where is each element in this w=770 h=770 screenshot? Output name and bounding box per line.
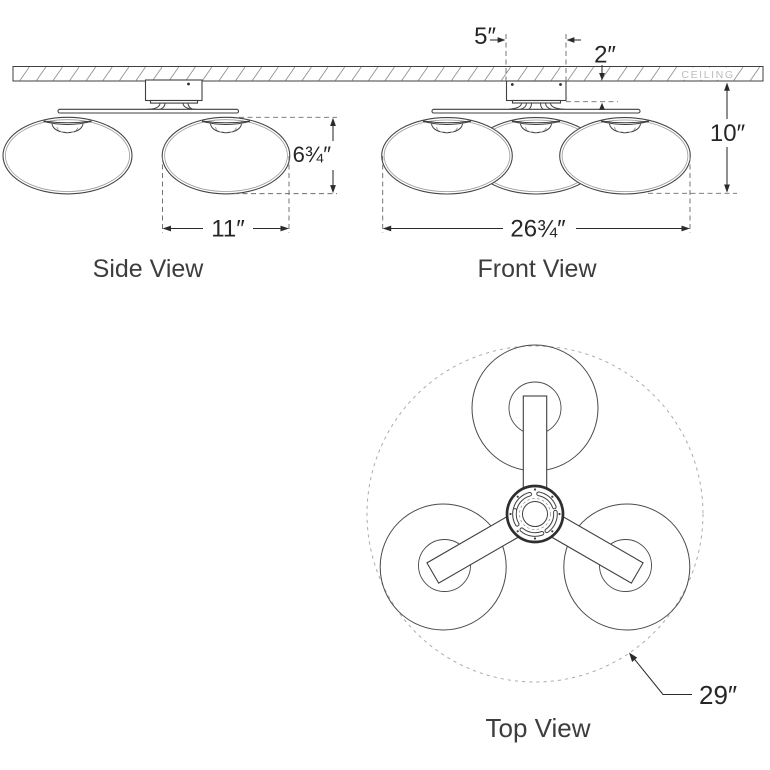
front-shade-right bbox=[559, 117, 691, 195]
front-canopy-screw bbox=[510, 83, 514, 86]
dim-label-shade-height: 6¾″ bbox=[293, 142, 332, 167]
arrow-up-icon bbox=[599, 102, 605, 110]
front-canopy bbox=[505, 80, 567, 104]
dim-front-overall-width: 26¾″ bbox=[382, 156, 691, 243]
dim-label-overall-height: 10″ bbox=[710, 120, 746, 147]
leader-line bbox=[631, 655, 692, 696]
dim-front-ceiling-drop: 2″ bbox=[566, 42, 618, 110]
arrow-down-icon bbox=[330, 185, 336, 194]
arrow-right-icon bbox=[681, 225, 690, 232]
side-shade-left bbox=[2, 116, 133, 195]
arrow-left-icon bbox=[382, 225, 392, 232]
hub-center-hole bbox=[522, 501, 548, 527]
dim-top-overall-diameter: 29″ bbox=[629, 652, 737, 710]
dim-side-shade-width: 11″ bbox=[162, 156, 290, 243]
front-canopy-base bbox=[511, 99, 562, 104]
dim-label-overall-diameter: 29″ bbox=[699, 680, 737, 710]
side-arm-bar bbox=[57, 108, 240, 114]
arrow-left-icon bbox=[162, 225, 171, 232]
dim-label-ceiling-drop: 2″ bbox=[594, 42, 616, 69]
front-arm-bar bbox=[431, 108, 641, 114]
side-canopy-screw bbox=[187, 82, 190, 86]
dim-label-backplate-width: 5″ bbox=[474, 23, 496, 50]
ceiling: CEILING bbox=[12, 66, 764, 82]
side-stem bbox=[182, 102, 198, 110]
ceiling-label-backdrop bbox=[684, 67, 732, 80]
top-arm-lower-left bbox=[426, 514, 523, 584]
arrow-up-icon bbox=[724, 82, 730, 91]
top-shade-lower-right bbox=[563, 503, 691, 631]
side-canopy-box bbox=[144, 79, 203, 102]
glass-shade bbox=[2, 116, 133, 195]
hub-bolt-circle bbox=[519, 498, 551, 530]
dim-front-backplate-width: 5″ bbox=[474, 23, 581, 81]
side-canopy bbox=[144, 79, 203, 104]
side-view-label: Side View bbox=[93, 255, 205, 283]
arrow-right-icon bbox=[497, 37, 506, 43]
top-view-label: Top View bbox=[485, 713, 590, 743]
side-canopy-base bbox=[149, 99, 199, 104]
arrow-down-icon bbox=[724, 184, 730, 193]
ceiling-hatch bbox=[19, 66, 760, 81]
front-canopy-box bbox=[505, 80, 567, 102]
side-shade-right bbox=[161, 116, 291, 195]
top-center-hub bbox=[505, 484, 565, 544]
glass-shade bbox=[161, 116, 291, 195]
top-overall-diameter-circle bbox=[366, 345, 704, 683]
front-canopy-screw bbox=[559, 83, 562, 86]
arrow-left-icon bbox=[566, 37, 575, 43]
dim-label-shade-width: 11″ bbox=[211, 216, 245, 243]
side-stem bbox=[145, 102, 161, 110]
top-shade-lower-left bbox=[379, 503, 507, 631]
top-arm-up bbox=[522, 395, 548, 493]
front-view-label: Front View bbox=[477, 255, 597, 283]
arrow-down-icon bbox=[599, 73, 605, 81]
side-view: 6¾″ 11″ Side View bbox=[2, 79, 337, 283]
arrow-up-icon bbox=[330, 117, 336, 126]
front-view: 5″ 2″ 10″ 26¾″ Front Vi bbox=[381, 23, 746, 283]
ceiling-band bbox=[12, 66, 764, 82]
glass-shade bbox=[381, 117, 513, 195]
dim-label-overall-width: 26¾″ bbox=[510, 216, 566, 243]
arrow-right-icon bbox=[280, 225, 289, 232]
ceiling-label: CEILING bbox=[681, 69, 734, 81]
dim-front-overall-height: 10″ bbox=[648, 82, 746, 194]
dim-side-shade-height: 6¾″ bbox=[234, 116, 337, 195]
glass-shade bbox=[559, 117, 691, 195]
front-shade-left bbox=[381, 117, 513, 195]
top-arm-lower-right bbox=[547, 514, 644, 584]
arrow-up-left-icon bbox=[629, 652, 638, 662]
top-view: 29″ Top View bbox=[366, 344, 737, 743]
